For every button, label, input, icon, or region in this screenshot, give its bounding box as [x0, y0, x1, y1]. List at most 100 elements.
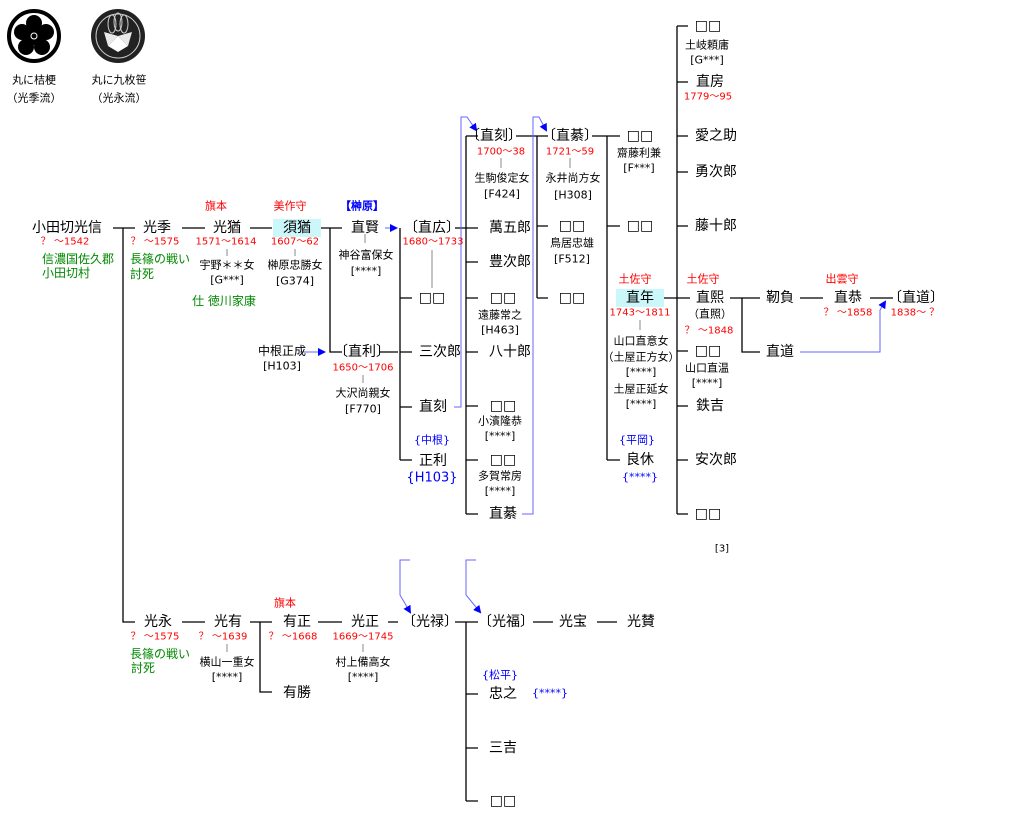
person-dates: ？ ～1639: [198, 631, 248, 643]
person-name: 〔直刻〕: [466, 127, 522, 144]
person-name-highlighted: 須猶: [273, 218, 321, 238]
person-name-highlighted: 直年: [616, 288, 664, 308]
spouse: 齋藤利兼: [617, 146, 661, 160]
spouse: 大沢尚親女: [335, 386, 391, 400]
spouse-code: [****]: [347, 670, 379, 684]
person-dates: ？ ～1542: [40, 236, 90, 248]
person-name: □□: [489, 792, 517, 809]
spouse-code: {****}: [532, 686, 568, 700]
spouse: 小濱隆恭: [478, 414, 522, 428]
person-name: 光永: [144, 613, 172, 630]
person-name: 直恭: [834, 289, 862, 306]
spouse: 横山一重女: [199, 655, 255, 669]
person-title: 土佐守: [618, 272, 652, 286]
person-note: 討死: [130, 661, 156, 676]
spouse: 土屋正延女: [613, 382, 669, 396]
person-name: 〔光禄〕: [402, 613, 458, 630]
person-title: 出雲守: [825, 272, 859, 286]
person-dates: ？ ～1858: [823, 307, 873, 319]
spouse-code: [H103]: [263, 359, 301, 373]
person-name: 萬五郎: [489, 219, 531, 236]
person-name: □□: [489, 451, 517, 468]
person-name: 〔光福〕: [478, 613, 534, 630]
person-name: 有正: [283, 613, 311, 630]
person-title: 土佐守: [686, 272, 720, 286]
spouse-code: [****]: [625, 365, 657, 379]
spouse-code: [****]: [691, 376, 723, 390]
person-title: 旗本: [274, 596, 296, 610]
spouse-code: [****]: [350, 264, 382, 278]
person-dates: 1779～95: [683, 91, 733, 103]
person-name: 三次郎: [419, 343, 461, 360]
person-name: 八十郎: [489, 343, 531, 360]
person-dates: 1743～1811: [609, 307, 671, 319]
person-name: 〔直道〕: [888, 289, 944, 306]
person-name: □□: [489, 289, 517, 306]
person-name: 光有: [214, 613, 242, 630]
person-note: 長篠の戦い: [129, 647, 191, 662]
person-name: 直房: [696, 73, 724, 90]
person-name: 豊次郎: [489, 253, 531, 270]
spouse-code: [****]: [484, 484, 516, 498]
person-name: □□: [626, 217, 654, 234]
spouse: 山口直温: [685, 361, 729, 375]
adoptive-family: {松平}: [482, 668, 518, 682]
person-name: 小田切光信: [32, 219, 102, 236]
sasa-crest-icon: [90, 8, 146, 68]
spouse: 遠藤常之: [478, 308, 522, 322]
adoptive-family: {中根}: [414, 433, 450, 447]
spouse: 榊原忠勝女: [267, 258, 323, 272]
person-dates: 1700～38: [476, 146, 526, 158]
person-note: 討死: [129, 267, 155, 282]
person-name: 光賛: [627, 613, 655, 630]
spouse: 生駒俊定女: [474, 171, 530, 185]
person-dates: ？ ～1575: [130, 631, 180, 643]
person-dates: ？ ～1668: [268, 631, 318, 643]
person-title: 旗本: [205, 199, 227, 213]
person-note: 小田切村: [41, 266, 91, 281]
person-dates: 1838～ ？: [890, 307, 940, 319]
person-dates: 1650～1706: [332, 362, 394, 374]
person-name: 直道: [766, 343, 794, 360]
crest-sublabel: （光季流）: [6, 91, 62, 105]
person-name: □□: [489, 397, 517, 414]
spouse-code: [G***]: [210, 273, 244, 287]
spouse: 村上備高女: [335, 655, 391, 669]
person-name: 光季: [143, 219, 171, 236]
adoptive-origin: 中根正成: [257, 344, 307, 359]
person-name: 直賢: [351, 219, 379, 236]
person-dates: 1669～1745: [332, 631, 394, 643]
person-name: 藤十郎: [695, 217, 737, 234]
person-name: □□: [558, 217, 586, 234]
adoptive-family: {平岡}: [619, 433, 655, 447]
person-name: □□: [694, 17, 722, 34]
kikyo-crest-icon: [6, 8, 62, 68]
spouse: 多賀常房: [478, 469, 522, 483]
person-name: 光宝: [559, 613, 587, 630]
person-name: 〔直綦〕: [542, 127, 598, 144]
spouse-code: [F770]: [345, 402, 381, 416]
spouse-code: [F512]: [554, 252, 590, 266]
spouse-code: {H103}: [406, 470, 458, 486]
person-dates: 1571～1614: [195, 236, 257, 248]
person-note: 長篠の戦い: [129, 252, 191, 267]
person-dates: 1721～59: [545, 146, 595, 158]
person-name: 靭負: [766, 289, 794, 306]
spouse-code: [****]: [211, 670, 243, 684]
family-origin: 【榊原】: [340, 199, 384, 213]
person-name: 正利: [419, 452, 447, 469]
person-name: 鉄吉: [696, 397, 724, 414]
person-dates: ？ ～1575: [130, 236, 180, 248]
person-name: 光猶: [213, 219, 241, 236]
person-name: □□: [626, 127, 654, 144]
person-name: 〔直広〕: [404, 219, 460, 236]
person-name: 愛之助: [695, 127, 737, 144]
person-name: □□: [558, 289, 586, 306]
spouse-code: [G***]: [690, 53, 724, 67]
person-name: 直熙: [696, 289, 724, 306]
person-name: 直綦: [489, 505, 517, 522]
spouse: 永井尚方女: [545, 171, 601, 185]
spouse-code: [F***]: [623, 161, 655, 175]
spouse: 土岐頼庸: [685, 38, 729, 52]
